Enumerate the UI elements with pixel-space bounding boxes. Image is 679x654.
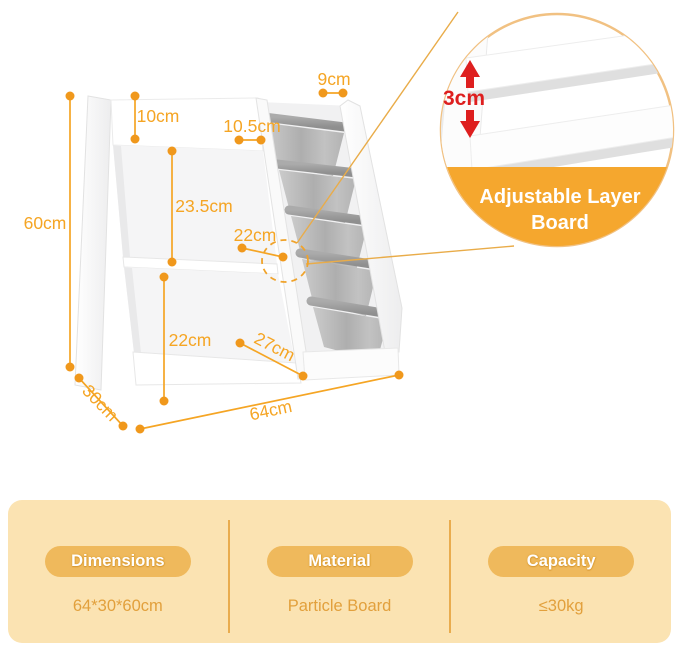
spec-title-pill-dimensions: Dimensions [44, 546, 191, 577]
dim-label-board-gap: 3cm [443, 87, 485, 110]
bookshelf-illustration [74, 95, 403, 391]
spec-material: Material Particle Board [230, 500, 450, 643]
diagram-canvas: 60cm 10cm 10.5cm 9cm 23.5cm 22cm 22cm 27… [24, 11, 675, 434]
dimension-lines [69, 92, 400, 430]
dim-label-top-section: 10cm [137, 106, 180, 126]
zoom-leader-lines [296, 11, 515, 265]
spec-dimensions: Dimensions 64*30*60cm [8, 500, 228, 643]
spec-value-capacity: ≤30kg [538, 597, 584, 615]
spec-title-pill-material: Material [266, 546, 413, 577]
spec-value-dimensions: 64*30*60cm [72, 597, 163, 615]
dim-label-bottom-section: 22cm [169, 330, 212, 350]
dim-label-width: 64cm [248, 396, 294, 424]
spec-value-material: Particle Board [287, 597, 392, 615]
callout-circle: Adjustable Layer Board 3cm [439, 12, 675, 248]
spec-capacity: Capacity ≤30kg [451, 500, 671, 643]
dimension-endpoint-dots [65, 88, 404, 434]
sling-pockets [259, 112, 394, 361]
spec-divider [227, 520, 230, 633]
dim-label-top-shelf-depth: 10.5cm [223, 116, 280, 136]
gap-arrow-icon [460, 60, 480, 138]
spec-divider [449, 520, 452, 633]
dim-label-height: 60cm [24, 213, 67, 233]
dim-label-middle-section: 23.5cm [175, 196, 232, 216]
callout-caption-line2: Board [531, 212, 589, 234]
dim-label-pocket-width: 9cm [317, 69, 350, 89]
spec-title-pill-capacity: Capacity [488, 546, 635, 577]
dim-label-middle-shelf-depth: 22cm [234, 225, 277, 245]
specs-panel: Dimensions 64*30*60cm Material Particle … [8, 500, 671, 643]
zoom-source-dashed-circle [261, 239, 309, 283]
callout-caption-line1: Adjustable Layer [479, 186, 640, 208]
